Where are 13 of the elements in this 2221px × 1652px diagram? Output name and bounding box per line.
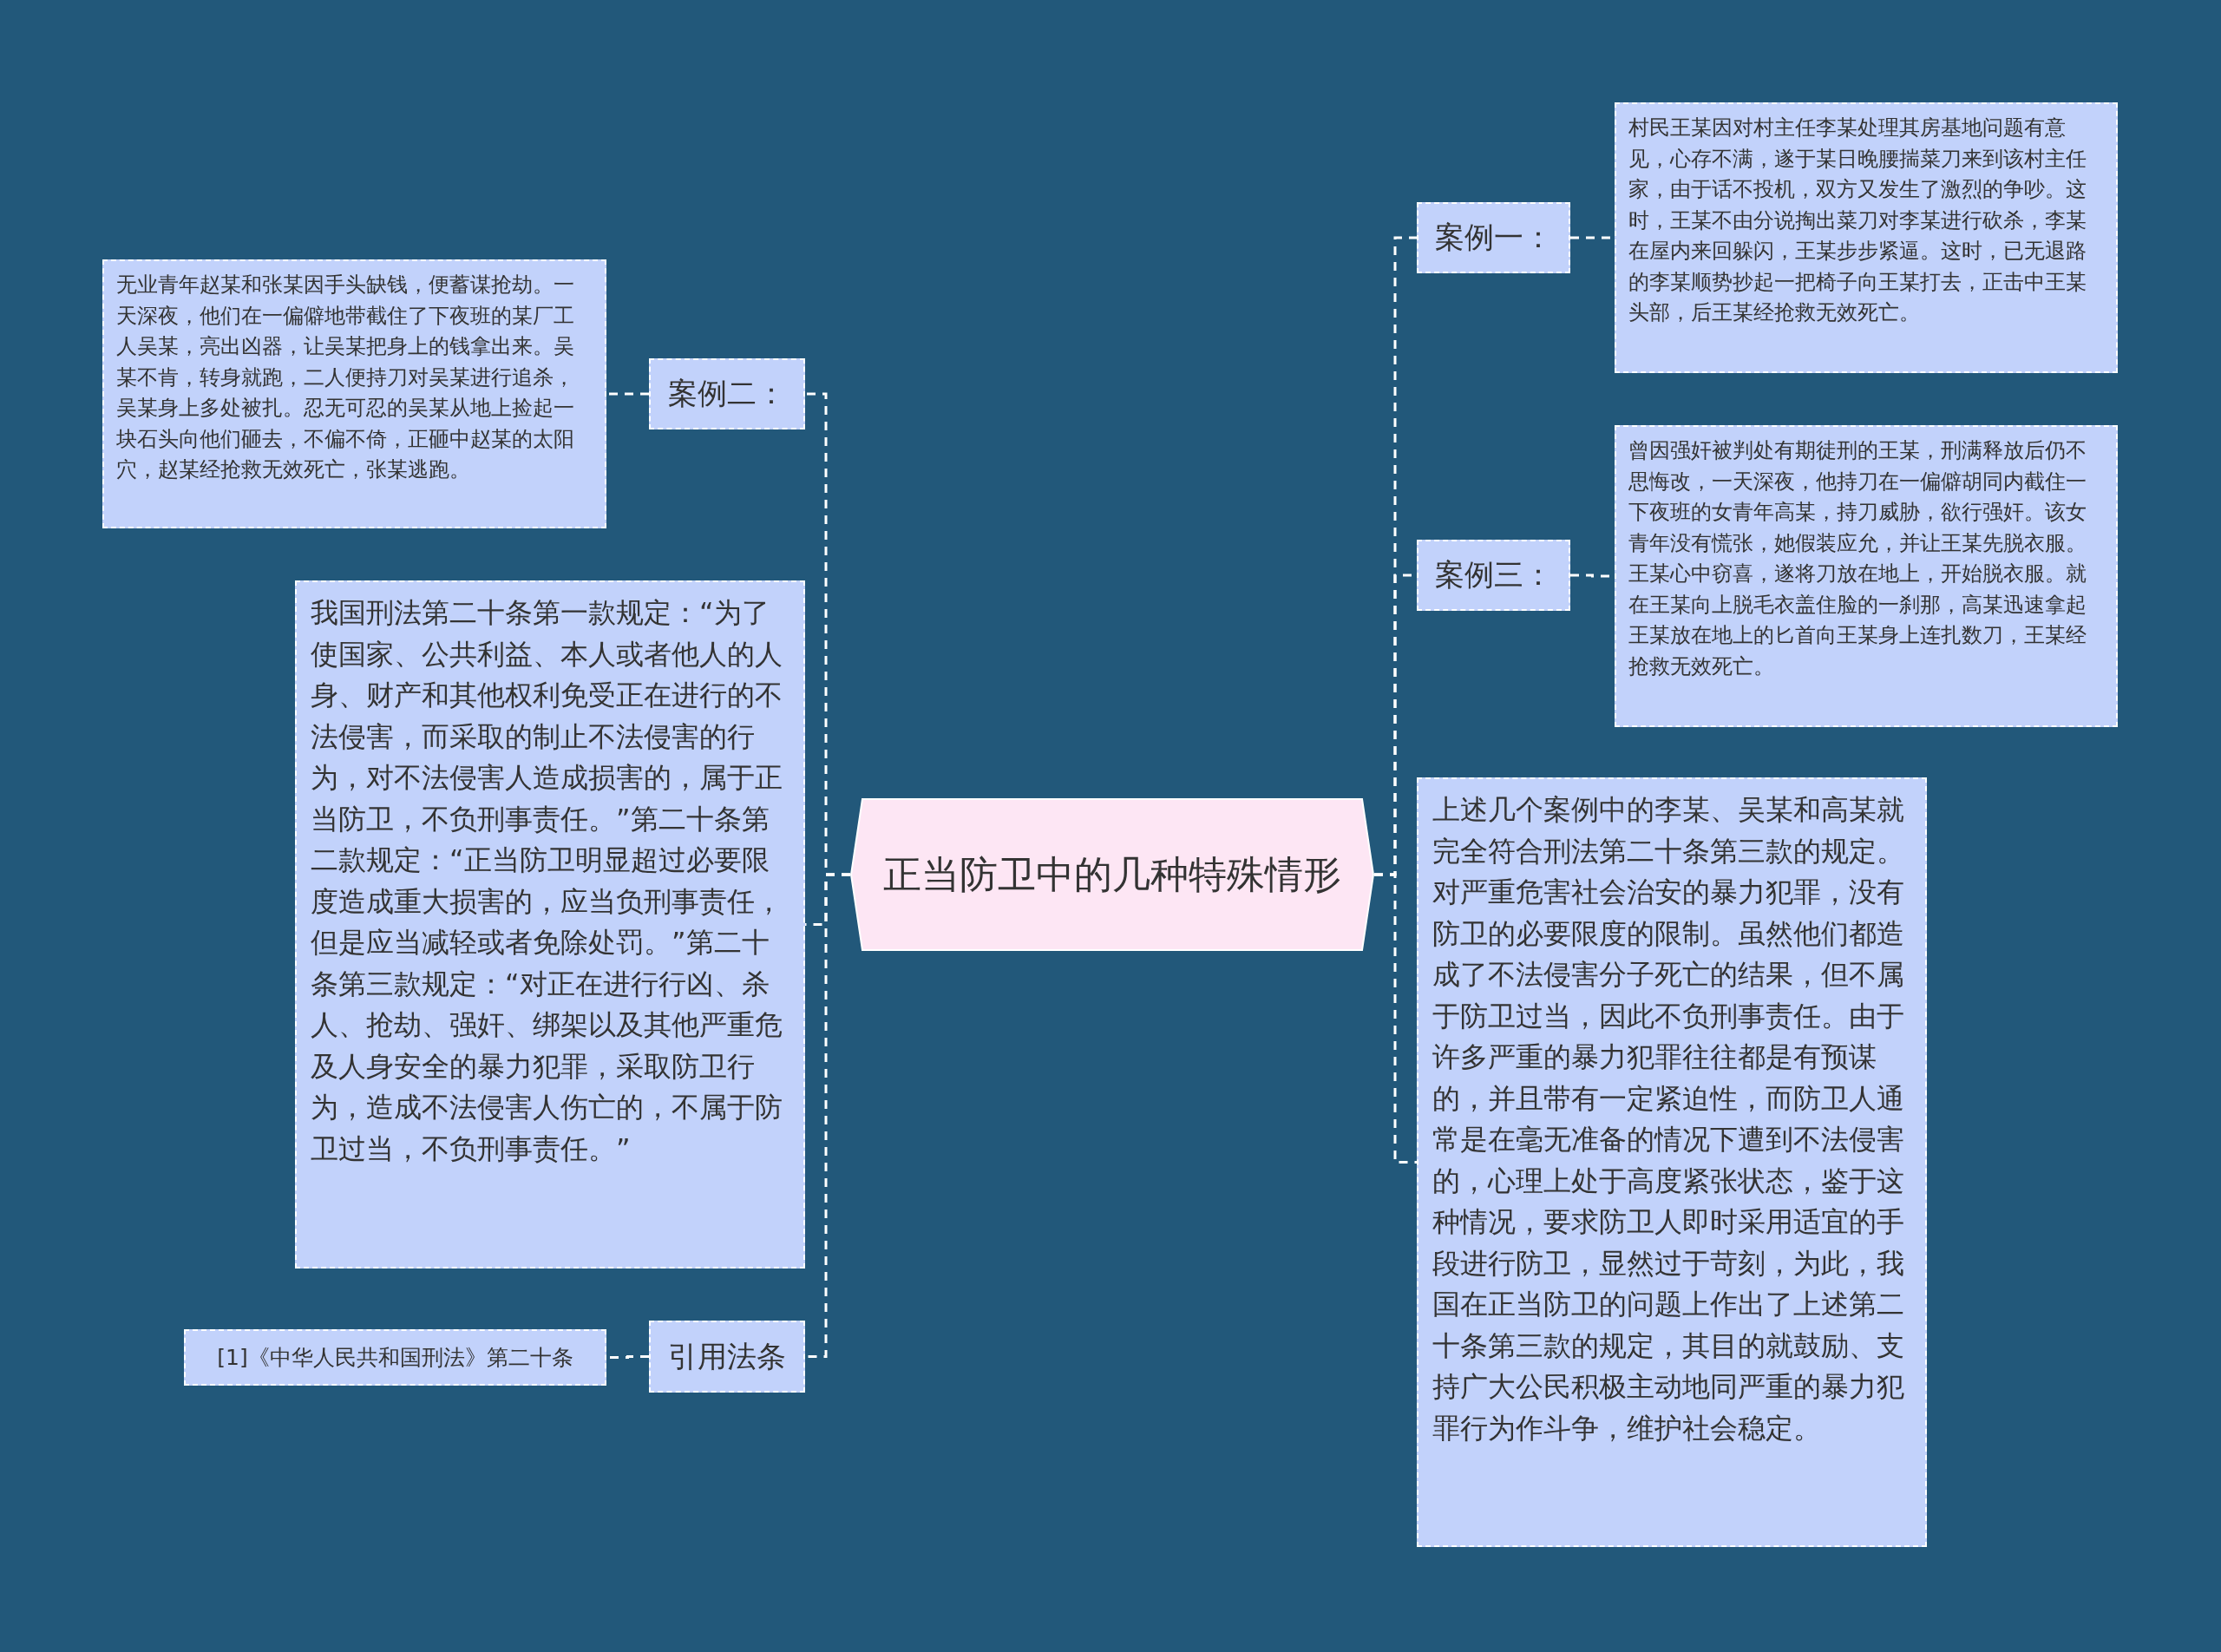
text-box: 村民王某因对村主任李某处理其房基地问题有意见，心存不满，遂于某日晚腰揣菜刀来到该村主任家，由于话不投机，双方又发生了激烈的争吵。这时，王某不由分说掏出菜刀对李某进行砍杀，李某在屋内来回躲闪，王某步步紧逼。这时，已无退路的李某顺势抄起一把椅子向王某打去，正击中王某头部，后王某经抢救无效死亡。	[1615, 102, 2118, 373]
text-box: 我国刑法第二十条第一款规定：“为了使国家、公共利益、本人或者他人的人身、财产和其他权利免受正在进行的不法侵害，而采取的制止不法侵害的行为，对不法侵害人造成损害的，属于正当防卫，不负刑事责任。”第二十条第二款规定：“正当防卫明显超过必要限度造成重大损害的，应当负刑事责任，但是应当减轻或者免除处罚。”第二十条第三款规定：“对正在进行行凶、杀人、抢劫、强奸、绑架以及其他严重危及人身安全的暴力犯罪，采取防卫行为，造成不法侵害人伤亡的，不属于防卫过当，不负刑事责任。”	[295, 580, 805, 1268]
title-text: 正当防卫中的几种特殊情形	[882, 851, 1342, 898]
text-box: [1]《中华人民共和国刑法》第二十条	[184, 1329, 606, 1386]
text-box: 曾因强奸被判处有期徒刑的王某，刑满释放后仍不思悔改，一天深夜，他持刀在一偏僻胡同内截住一下夜班的女青年高某，持刀威胁，欲行强奸。该女青年没有慌张，她假装应允，并让王某先脱衣服。王某心中窃喜，遂将刀放在地上，开始脱衣服。就在王某向上脱毛衣盖住脸的一刹那，高某迅速拿起王某放在地上的匕首向王某身上连扎数刀，王某经抢救无效死亡。	[1615, 425, 2118, 727]
connector	[606, 392, 649, 396]
label-box: 案例一：	[1417, 202, 1570, 273]
label-box: 案例二：	[649, 358, 805, 429]
text-box: 无业青年赵某和张某因手头缺钱，便蓄谋抢劫。一天深夜，他们在一偏僻地带截住了下夜班的某厂工人吴某，亮出凶器，让吴某把身上的钱拿出来。吴某不肯，转身就跑，二人便持刀对吴某进行追杀，吴某身上多处被扎。忍无可忍的吴某从地上捡起一块石头向他们砸去，不偏不倚，正砸中赵某的太阳穴，赵某经抢救无效死亡，张某逃跑。	[102, 259, 606, 528]
label-box: 引用法条	[649, 1321, 805, 1393]
label-box: 案例三：	[1417, 540, 1570, 611]
text-box: 上述几个案例中的李某、吴某和高某就完全符合刑法第二十条第三款的规定。对严重危害社会治安的暴力犯罪，没有防卫的必要限度的限制。虽然他们都造成了不法侵害分子死亡的结果，但不属于防卫过当，因此不负刑事责任。由于许多严重的暴力犯罪往往都是有预谋的，并且带有一定紧迫性，而防卫人通常是在毫无准备的情况下遭到不法侵害的，心理上处于高度紧张状态，鉴于这种情况，要求防卫人即时采用适宜的手段进行防卫，显然过于苛刻，为此，我国在正当防卫的问题上作出了上述第二十条第三款的规定，其目的就鼓励、支持广大公民积极主动地同严重的暴力犯罪行为作斗争，维护社会稳定。	[1417, 777, 1927, 1547]
connector	[1374, 873, 1417, 1164]
